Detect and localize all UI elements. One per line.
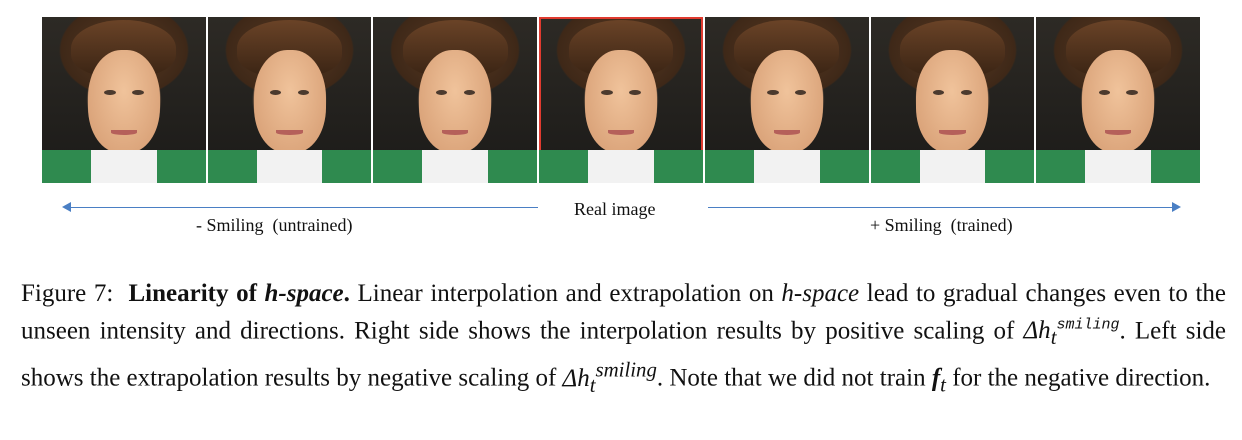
left-arrowhead-icon bbox=[62, 202, 71, 212]
figure-caption: Figure 7: Linearity of h-space. Linear i… bbox=[21, 280, 1227, 397]
right-arrowhead-icon bbox=[1172, 202, 1181, 212]
positive-direction-label: + Smiling (trained) bbox=[870, 215, 1013, 235]
right-arrow-line bbox=[708, 207, 1178, 208]
face-image bbox=[42, 17, 206, 183]
caption-title: Linearity of h-space. bbox=[128, 280, 350, 307]
f-t-math: f bbox=[931, 364, 941, 392]
left-arrow-line bbox=[64, 207, 538, 208]
real-image-label: Real image bbox=[574, 199, 656, 219]
face-image bbox=[1036, 17, 1201, 183]
face-image bbox=[373, 17, 538, 183]
figure-number: Figure 7: bbox=[21, 280, 114, 307]
face-image bbox=[704, 17, 869, 183]
face-image bbox=[870, 17, 1035, 183]
face-image bbox=[207, 17, 372, 183]
delta-h-smiling-math: Δhtsmiling bbox=[1023, 317, 1120, 350]
negative-direction-label: - Smiling (untrained) bbox=[196, 215, 353, 235]
face-image-strip bbox=[42, 17, 1201, 183]
delta-h-smiling-italic-math: Δhtsmiling bbox=[562, 357, 657, 397]
real-face-image bbox=[539, 17, 703, 183]
